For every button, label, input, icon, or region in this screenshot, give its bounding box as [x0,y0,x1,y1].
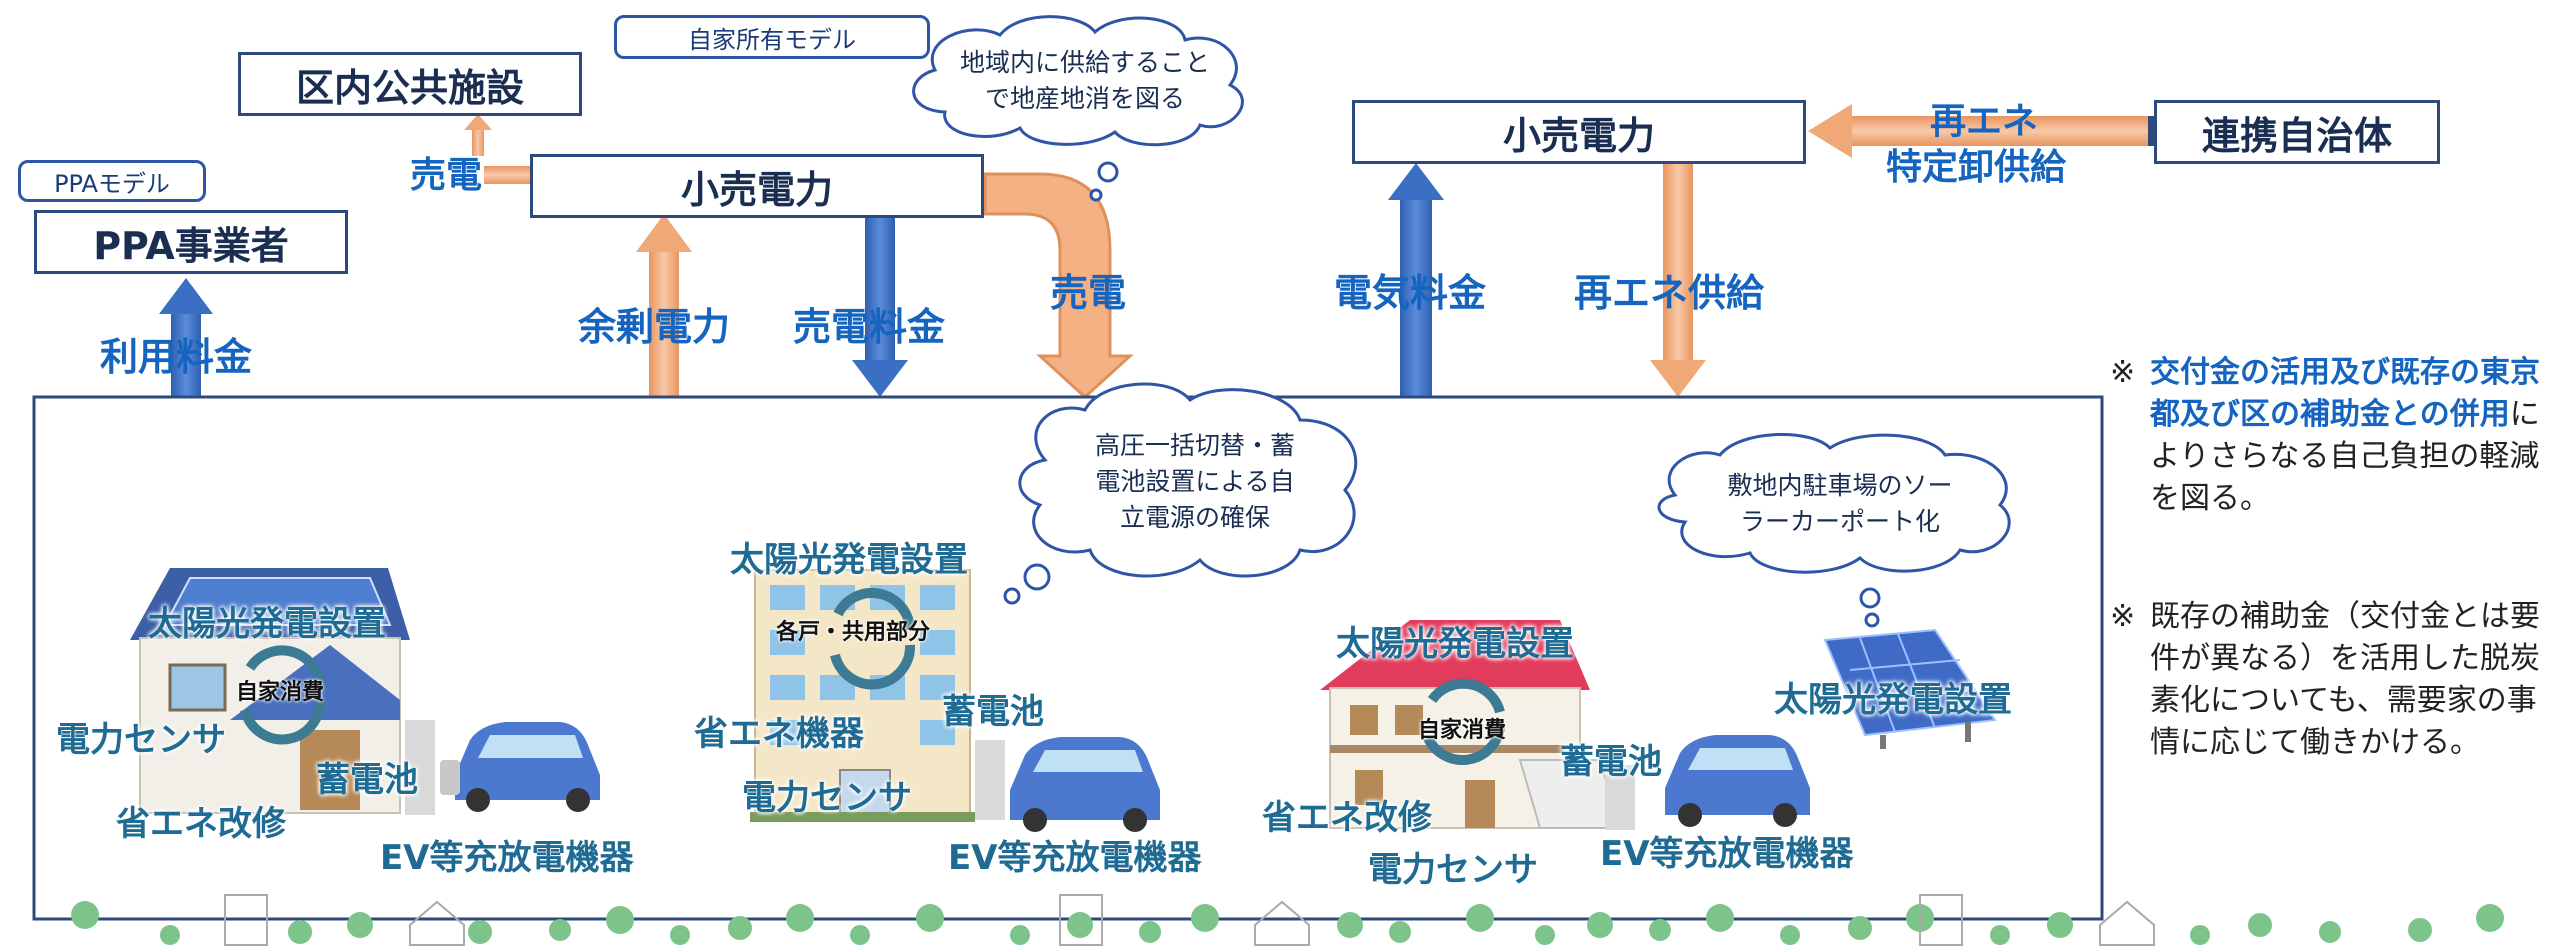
electric-fee-arrow [1388,163,1444,396]
cloud-local-supply [912,15,1244,202]
re-supply-label: 再エネ供給 [1574,271,1765,315]
house2-self-consume-label: 自家消費 [1418,718,1507,743]
usage-fee-arrow [159,278,213,397]
house-2-illustration [1320,620,1635,830]
house1-renovation-label: 省エネ改修 [116,804,286,844]
re-supply-arrow [1650,163,1706,397]
partner-city-box: 連携自治体 [2154,100,2440,164]
ppa-operator-box: PPA事業者 [34,210,348,274]
public-facility-box: 区内公共施設 [238,52,582,116]
note-1: ※ 交付金の活用及び既存の東京都及び区の補助金との併用によりさらなる自己負担の軽… [2110,352,2550,582]
solar-carport-illustration [1823,628,1997,749]
re-specific-label-1: 再エネ [1930,101,2039,142]
building-sensor-label: 電力センサ [742,778,912,818]
ev-car-1 [440,722,600,812]
building-battery-label: 蓄電池 [942,692,1044,732]
cloud-carport [1657,433,2011,628]
retail-power-left-box: 小売電力 [530,154,984,218]
usage-fee-label: 利用料金 [100,335,253,379]
house1-solar-label: 太陽光発電設置 [148,604,386,644]
note-2-mark: ※ [2110,599,2136,634]
sell-small-up-arrow [464,114,532,184]
surplus-arrow [636,214,692,396]
note-2: ※ 既存の補助金（交付金とは要件が異なる）を活用した脱炭素化についても、需要家の… [2110,596,2550,826]
note-1-mark: ※ [2110,355,2136,390]
small-buildings-row [224,894,2155,946]
house2-ev-label: EV等充放電機器 [1600,834,1854,874]
tree-row [71,901,2504,945]
cycle-icon-3 [1423,678,1505,765]
ev-car-3 [1665,735,1810,827]
house1-self-consume-label: 自家消費 [236,680,325,705]
house1-battery-label: 蓄電池 [316,760,418,800]
ev-car-2 [1010,737,1160,832]
cloud-local-supply-text: 地域内に供給すること で地産地消を図る [959,48,1210,113]
carport-solar-label: 太陽光発電設置 [1774,680,2012,720]
sell-mid-label: 売電 [1050,271,1127,315]
cloud-high-voltage [1003,382,1358,605]
sell-fee-arrow [852,214,908,397]
self-owned-model-tag: 自家所有モデル [614,15,930,59]
building-solar-label: 太陽光発電設置 [730,540,968,580]
re-specific-label-2: 特定卸供給 [1886,147,2067,188]
building-units-common-label: 各戸・共用部分 [776,620,931,645]
building-ev-label: EV等充放電機器 [948,838,1202,878]
note-2-text: 既存の補助金（交付金とは要件が異なる）を活用した脱炭素化についても、需要家の事情… [2150,599,2540,760]
sell-fee-label: 売電料金 [793,305,946,349]
house1-ev-label: EV等充放電機器 [380,838,634,878]
house2-sensor-label: 電力センサ [1368,850,1538,890]
house-1-illustration [130,568,435,815]
retail-power-right-box: 小売電力 [1352,100,1806,164]
cloud-high-voltage-text: 高圧一括切替・蓄 電池設置による自 立電源の確保 [1094,431,1295,532]
electric-fee-label: 電気料金 [1334,271,1487,315]
cycle-icon-2 [830,587,916,690]
cloud-carport-text: 敷地内駐車場のソー ラーカーポート化 [1727,471,1953,536]
note-1-rest: によりさらなる自己負担の軽減を図る。 [2150,397,2540,516]
house2-solar-label: 太陽光発電設置 [1336,624,1574,664]
ppa-model-tag: PPAモデル [18,160,206,202]
sell-curved-arrow [983,172,1134,400]
surplus-label: 余剰電力 [578,305,731,349]
re-specific-arrow [1808,104,2154,158]
cycle-icon-1 [240,645,326,745]
house2-battery-label: 蓄電池 [1560,742,1662,782]
note-1-highlight: 交付金の活用及び既存の東京都及び区の補助金との併用 [2150,355,2540,432]
building-eco-device-label: 省エネ機器 [694,714,864,754]
sell-left-label: 売電 [410,155,483,196]
house1-sensor-label: 電力センサ [56,720,226,760]
demand-area-frame [32,395,2104,921]
apartment-building-illustration [750,569,1005,822]
house2-renovation-label: 省エネ改修 [1262,798,1432,838]
